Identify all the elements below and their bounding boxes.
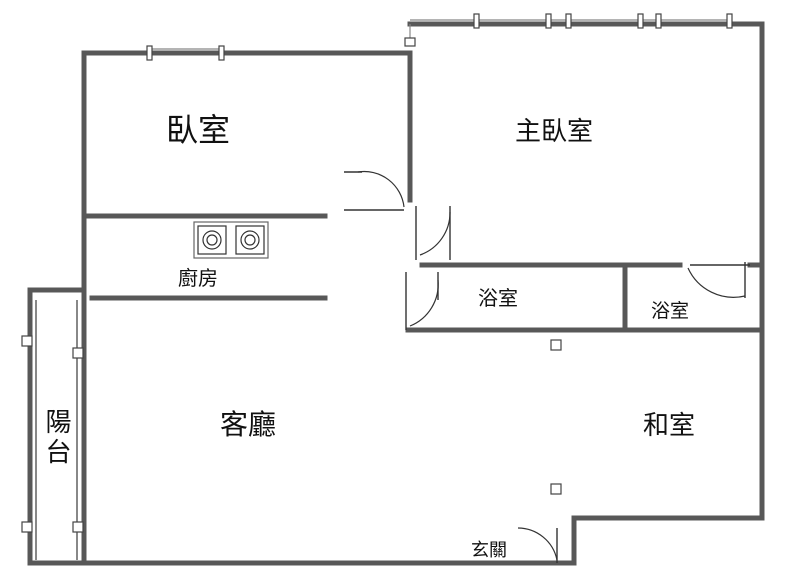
bathroom-2-door[interactable] xyxy=(687,262,750,298)
bathroom-1-door[interactable] xyxy=(405,272,439,330)
balcony-post-top-left xyxy=(21,335,33,347)
room-label-living-room: 客廳 xyxy=(220,408,276,441)
balcony-post-bottom-right xyxy=(72,521,84,533)
interior-walls xyxy=(81,213,765,333)
bedroom-window xyxy=(146,45,225,61)
balcony-post-top-right xyxy=(72,347,84,359)
balcony-post-bottom-left xyxy=(21,521,33,533)
stove-icon xyxy=(193,221,269,259)
balcony-outline xyxy=(21,287,87,566)
room-label-bedroom: 臥室 xyxy=(166,111,230,149)
column-marker-lower xyxy=(550,483,562,495)
exterior-walls xyxy=(81,21,765,566)
bedroom-door[interactable] xyxy=(344,170,405,211)
column-marker-upper xyxy=(550,339,562,351)
room-label-balcony: 陽台 xyxy=(41,408,71,468)
room-label-bathroom-2: 浴室 xyxy=(651,300,689,322)
room-label-kitchen: 廚房 xyxy=(178,266,218,290)
master-bedroom-window xyxy=(404,13,733,47)
room-label-entrance: 玄關 xyxy=(471,540,507,561)
room-label-master-bedroom: 主臥室 xyxy=(515,117,593,147)
master-bedroom-door[interactable] xyxy=(415,206,451,260)
room-label-bathroom-1: 浴室 xyxy=(478,286,518,310)
room-label-japanese-room: 和室 xyxy=(643,411,695,441)
entrance-door[interactable] xyxy=(517,527,558,563)
